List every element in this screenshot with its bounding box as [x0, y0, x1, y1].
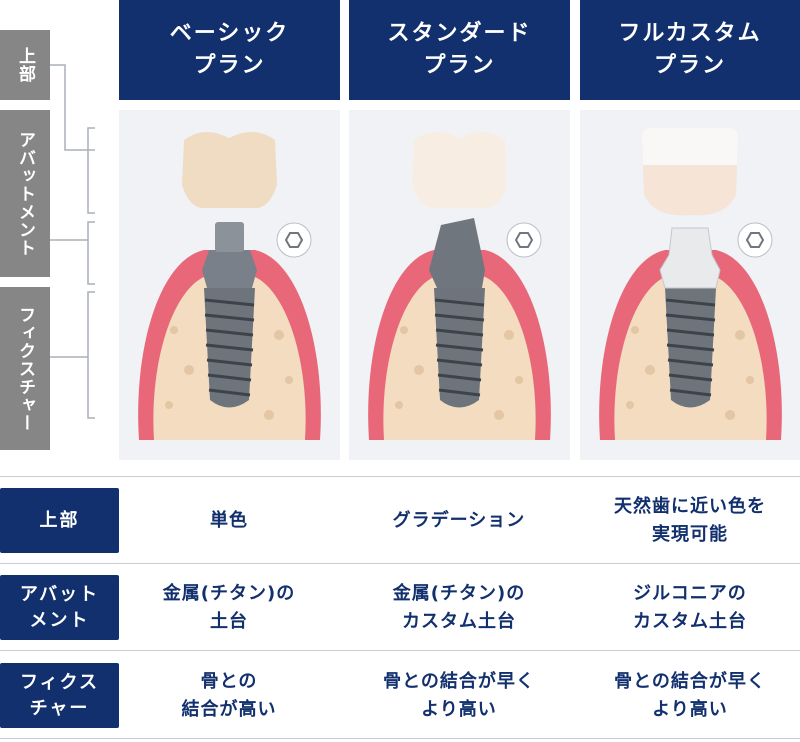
cell-standard-fixture: 骨との結合が早く より高い	[383, 670, 535, 720]
cell-fullcustom-fixture: 骨との結合が早く より高い	[614, 670, 766, 720]
side-label-fixture: フィクスチャー	[0, 287, 50, 450]
cell-basic-crown: 単色	[210, 509, 248, 531]
plan-header-basic: ベーシック プラン	[119, 0, 340, 100]
cell-standard-crown: グラデーション	[392, 509, 526, 531]
table-divider	[0, 563, 800, 564]
plan-header-standard: スタンダード プラン	[349, 0, 570, 100]
row-label-fixture: フィクス チャー	[0, 663, 119, 728]
table-divider	[0, 476, 800, 477]
cell-standard-abutment: 金属(チタン)の カスタム土台	[392, 582, 526, 632]
row-label-abutment: アバット メント	[0, 575, 119, 640]
illustration-standard	[349, 110, 570, 460]
illustration-fullcustom	[580, 110, 800, 460]
table-divider	[0, 738, 800, 739]
cell-fullcustom-abutment: ジルコニアの カスタム土台	[633, 582, 747, 632]
row-label-crown: 上部	[0, 488, 119, 553]
illustration-basic	[119, 110, 340, 460]
plan-header-fullcustom: フルカスタム プラン	[580, 0, 800, 100]
side-label-abutment: アバットメント	[0, 110, 50, 277]
cell-basic-abutment: 金属(チタン)の 土台	[162, 582, 296, 632]
side-label-crown: 上部	[0, 30, 50, 100]
label-brackets	[50, 64, 95, 419]
cell-fullcustom-crown: 天然歯に近い色を 実現可能	[614, 495, 766, 545]
cell-basic-fixture: 骨との 結合が高い	[181, 670, 277, 720]
table-divider	[0, 650, 800, 651]
